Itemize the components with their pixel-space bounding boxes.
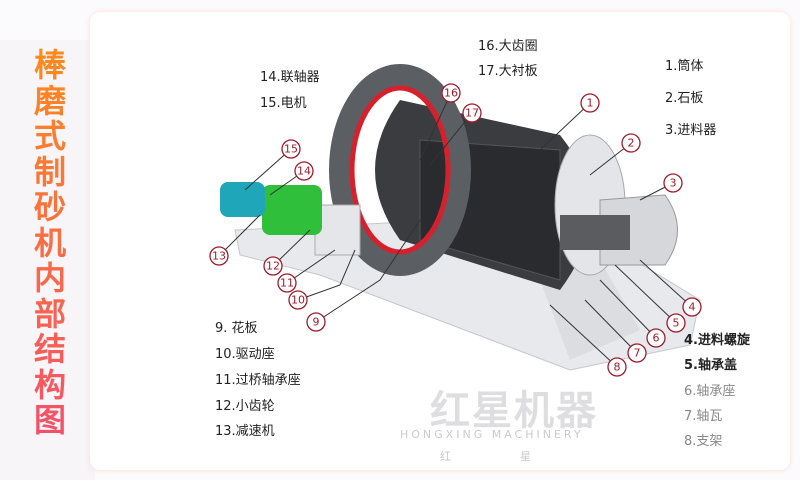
label-3: 3.进料器 xyxy=(665,123,717,138)
left-panel xyxy=(0,40,95,480)
callout-circle xyxy=(666,313,686,333)
label-7: 7.轴瓦 xyxy=(684,409,723,424)
callout-circle xyxy=(621,133,641,153)
callout-circle xyxy=(580,93,600,113)
gear-red-rim xyxy=(349,85,451,255)
callout-circle xyxy=(607,357,627,377)
label-9: 9. 花板 xyxy=(215,321,258,336)
callout-number: 14 xyxy=(297,165,311,178)
page-title: 棒磨式制砂机内部结构图 xyxy=(30,47,70,439)
callout-9: 9 xyxy=(306,312,326,332)
callout-8: 8 xyxy=(607,357,627,377)
callout-14: 14 xyxy=(294,161,314,181)
callout-3: 3 xyxy=(663,173,683,193)
callout-number: 3 xyxy=(670,177,677,190)
watermark-sub-left: 红 xyxy=(440,450,454,463)
label-11: 11.过桥轴承座 xyxy=(215,373,301,388)
callout-number: 13 xyxy=(212,250,226,263)
callout-5: 5 xyxy=(666,313,686,333)
label-1: 1.筒体 xyxy=(665,59,704,74)
callout-number: 1 xyxy=(587,97,594,110)
label-16: 16.大齿圈 xyxy=(478,39,538,54)
callout-circle xyxy=(306,312,326,332)
callout-13: 13 xyxy=(209,246,229,266)
label-8: 8.支架 xyxy=(684,434,723,449)
callout-number: 10 xyxy=(291,294,305,307)
label-6: 6.轴承座 xyxy=(684,384,736,399)
callout-12: 12 xyxy=(263,256,283,276)
callout-circle xyxy=(294,161,314,181)
callout-11: 11 xyxy=(277,273,297,293)
callout-circle xyxy=(209,246,229,266)
callout-number: 8 xyxy=(614,361,621,374)
callout-4: 4 xyxy=(682,297,702,317)
callout-7: 7 xyxy=(627,343,647,363)
callout-circle xyxy=(646,328,666,348)
callout-number: 12 xyxy=(266,260,280,273)
callout-10: 10 xyxy=(288,290,308,310)
callout-circle xyxy=(281,139,301,159)
feed-screw xyxy=(560,215,630,250)
callout-number: 6 xyxy=(653,332,660,345)
watermark-sub-right: 星 xyxy=(520,450,534,463)
label-2: 2.石板 xyxy=(665,91,704,106)
watermark-brand-en: HONGXING MACHINERY xyxy=(400,428,584,441)
label-12: 12.小齿轮 xyxy=(215,399,275,414)
callout-number: 7 xyxy=(634,347,641,360)
callout-circle xyxy=(263,256,283,276)
callout-circle xyxy=(441,83,461,103)
large-gear-ring xyxy=(329,64,471,276)
label-15: 15.电机 xyxy=(260,96,307,111)
label-10: 10.驱动座 xyxy=(215,347,275,362)
callout-number: 5 xyxy=(673,317,680,330)
callout-number: 2 xyxy=(628,137,635,150)
label-4: 4.进料螺旋 xyxy=(684,333,750,348)
callout-16: 16 xyxy=(441,83,461,103)
callout-15: 15 xyxy=(281,139,301,159)
callout-circle xyxy=(682,297,702,317)
callout-6: 6 xyxy=(646,328,666,348)
callout-17: 17 xyxy=(462,103,482,123)
callout-number: 9 xyxy=(313,316,320,329)
callout-2: 2 xyxy=(621,133,641,153)
callout-number: 17 xyxy=(465,107,479,120)
motor xyxy=(220,182,265,217)
callout-number: 15 xyxy=(284,143,298,156)
callout-circle xyxy=(663,173,683,193)
callout-circle xyxy=(462,103,482,123)
support-frame xyxy=(540,260,640,360)
callout-circle xyxy=(627,343,647,363)
label-14: 14.联轴器 xyxy=(260,70,320,85)
callout-number: 11 xyxy=(280,277,294,290)
bridge-bearing-seat xyxy=(314,204,361,256)
label-5: 5.轴承盖 xyxy=(684,358,737,373)
label-17: 17.大衬板 xyxy=(478,64,538,79)
callout-circle xyxy=(288,290,308,310)
callout-number: 16 xyxy=(444,87,458,100)
callout-number: 4 xyxy=(689,301,696,314)
reducer xyxy=(262,185,322,235)
label-13: 13.减速机 xyxy=(215,424,275,439)
callout-1: 1 xyxy=(580,93,600,113)
callout-circle xyxy=(277,273,297,293)
watermark-brand: 红星机器 xyxy=(430,388,598,434)
